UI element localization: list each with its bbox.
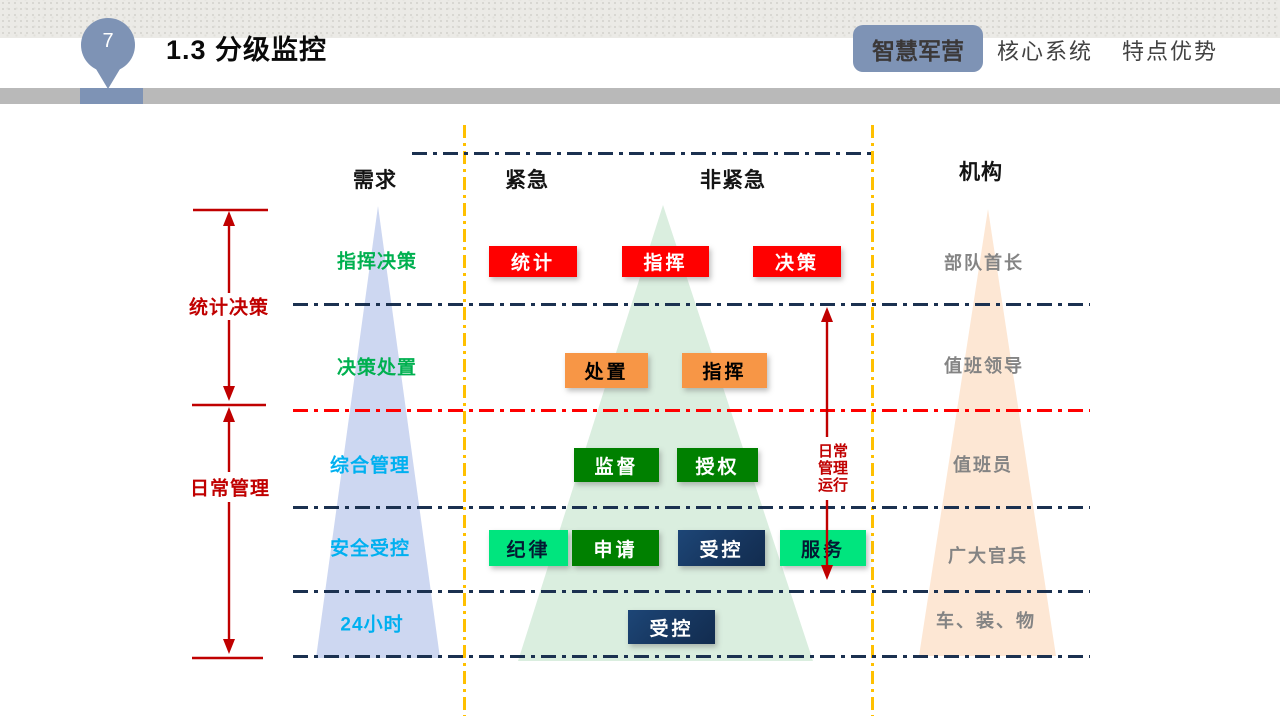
box-discipline: 纪律	[489, 530, 568, 566]
divider-level-3	[293, 506, 1090, 509]
section-label-daily-mgmt: 日常管理	[189, 478, 271, 500]
box-stats: 统计	[489, 246, 577, 277]
box-controlled-1: 受控	[678, 530, 765, 566]
stage-label-decision-handle: 决策处置	[336, 357, 418, 379]
org-label-duty-leaders: 值班领导	[944, 356, 1024, 376]
header-divider-accent	[80, 88, 143, 104]
nav-tab-smart-camp[interactable]: 智慧军营	[853, 25, 983, 72]
column-header-demand: 需求	[353, 169, 397, 192]
org-label-assets: 车、装、物	[936, 611, 1036, 631]
divider-level-2-red	[293, 409, 1090, 412]
box-decision: 决策	[753, 246, 841, 277]
flow-label-line-2: 管理	[817, 460, 848, 477]
nav-tab-label: 智慧军营	[872, 37, 964, 64]
divider-level-1	[293, 303, 1090, 306]
stage-label-security-control: 安全受控	[329, 538, 411, 560]
nav-tab-features[interactable]: 特点优势	[1122, 39, 1219, 64]
flow-arrow-label: 日常 管理 运行	[809, 443, 857, 494]
box-service: 服务	[780, 530, 866, 566]
box-supervise: 监督	[574, 448, 659, 482]
org-label-soldiers: 广大官兵	[948, 546, 1028, 566]
stage-label-general-mgmt: 综合管理	[329, 455, 411, 477]
box-authorize: 授权	[677, 448, 758, 482]
divider-top	[412, 152, 873, 155]
org-label-commanders: 部队首长	[944, 253, 1024, 273]
header-divider-bar	[0, 88, 1280, 104]
stage-label-24-hours: 24小时	[340, 614, 404, 636]
box-request: 申请	[572, 530, 659, 566]
header-texture-band	[0, 0, 1280, 38]
column-header-urgent: 紧急	[505, 169, 549, 192]
divider-level-4	[293, 590, 1090, 593]
page-title: 1.3 分级监控	[166, 35, 328, 65]
column-header-organization: 机构	[959, 161, 1003, 184]
triangle-organization	[919, 209, 1056, 656]
stage-label-command-decision: 指挥决策	[336, 251, 418, 273]
org-label-duty-officer: 值班员	[953, 455, 1013, 475]
flow-label-line-3: 运行	[817, 477, 848, 494]
box-command-1: 指挥	[622, 246, 709, 277]
box-handle: 处置	[565, 353, 648, 388]
divider-bottom	[293, 655, 1090, 658]
box-command-2: 指挥	[682, 353, 767, 388]
section-label-stats-decision: 统计决策	[188, 297, 270, 319]
page-number: 7	[102, 30, 114, 52]
flow-label-line-1: 日常	[817, 443, 848, 460]
guide-line-left	[463, 125, 466, 716]
column-header-non-urgent: 非紧急	[700, 169, 766, 192]
box-controlled-2: 受控	[628, 610, 715, 644]
nav-tab-core-systems[interactable]: 核心系统	[997, 39, 1094, 64]
guide-line-right	[871, 125, 874, 716]
